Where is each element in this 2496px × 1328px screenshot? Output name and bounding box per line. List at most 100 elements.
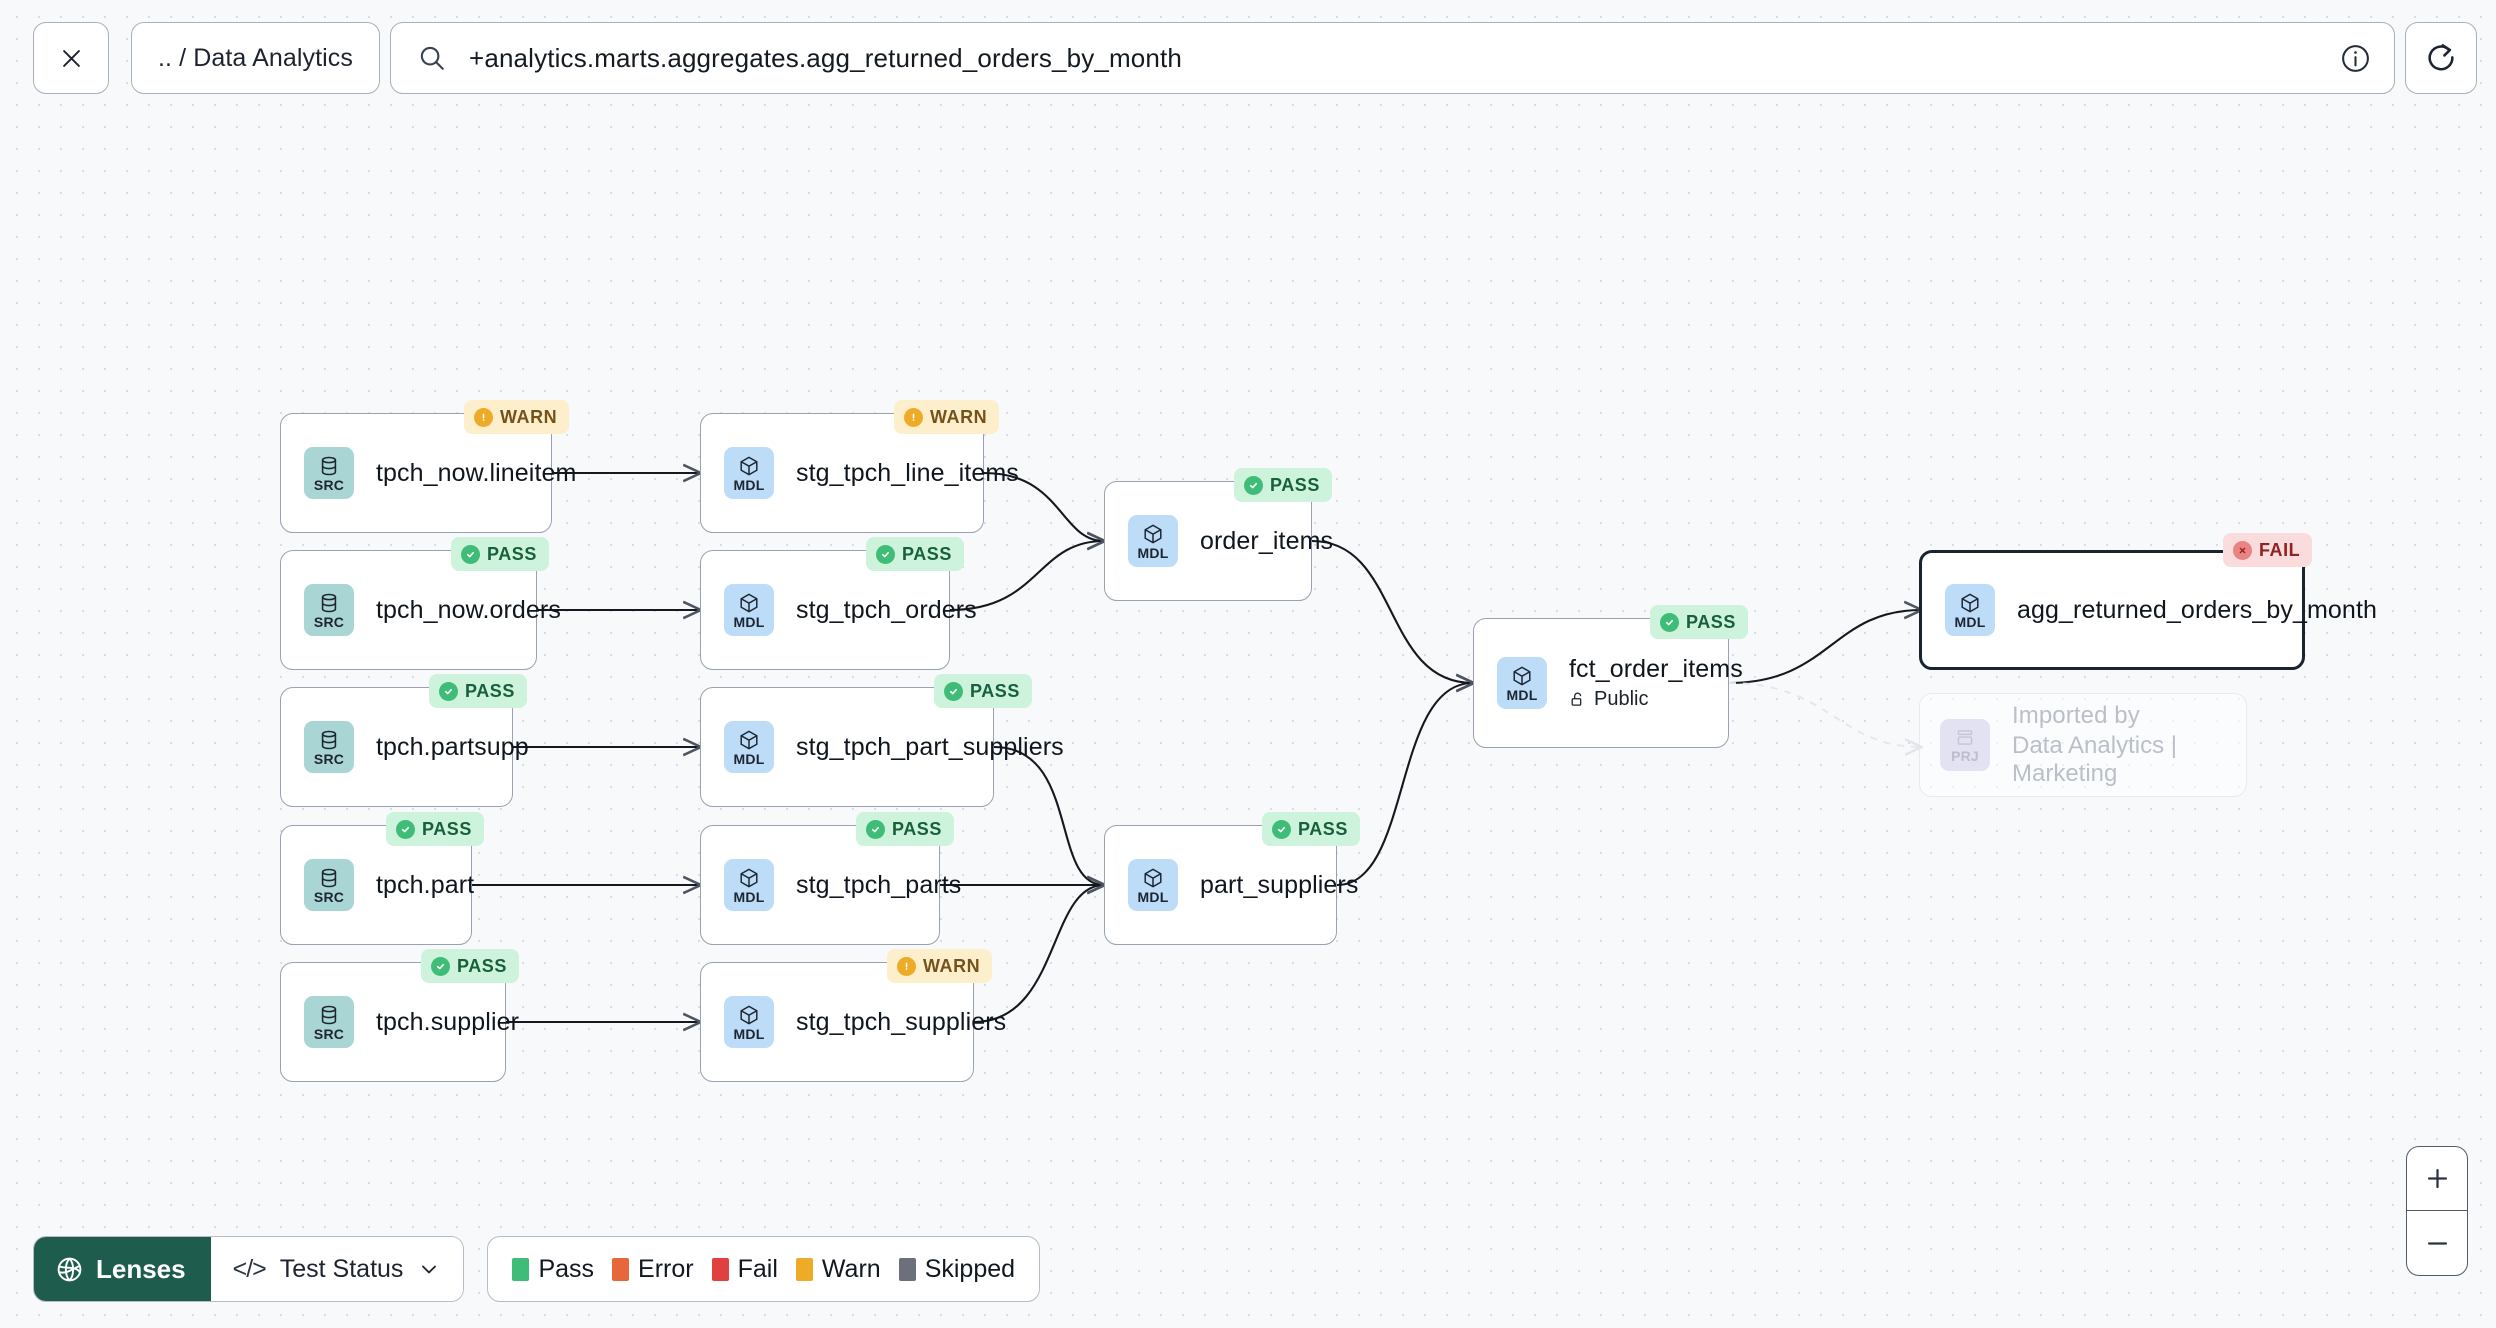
- breadcrumb-label: .. / Data Analytics: [157, 43, 354, 72]
- refresh-icon: [2428, 44, 2454, 71]
- node-body: fct_order_items Public: [1569, 655, 1743, 711]
- status-badge-pass: PASS: [1262, 812, 1360, 846]
- database-icon: [321, 593, 337, 612]
- node-fct_order_items[interactable]: MDL fct_order_items Public: [1473, 618, 1743, 748]
- close-icon: [62, 49, 80, 67]
- breadcrumb-button[interactable]: .. / Data Analytics: [131, 22, 380, 94]
- legend-swatch: [512, 1257, 530, 1281]
- node-type-chip-src: SRC: [304, 721, 354, 773]
- node-type-chip-mdl: MDL: [724, 996, 774, 1048]
- cube-icon: [740, 730, 758, 749]
- database-icon: [321, 1005, 337, 1024]
- zoom-in-button[interactable]: [2407, 1147, 2467, 1211]
- badge-label: PASS: [1298, 818, 1348, 839]
- legend-item-error: Error: [612, 1255, 694, 1284]
- code-icon: </>: [232, 1254, 267, 1283]
- zoom-out-button[interactable]: [2407, 1211, 2467, 1275]
- warn-icon: [897, 956, 916, 976]
- cube-icon: [740, 868, 758, 887]
- node-title: stg_tpch_suppliers: [796, 1007, 1007, 1036]
- node-body: stg_tpch_suppliers: [796, 1008, 1006, 1037]
- check-icon: [876, 544, 895, 564]
- legend-swatch: [898, 1257, 916, 1281]
- node-imported-by-project[interactable]: PRJ Imported by Data Analytics | Marketi…: [1919, 693, 2247, 797]
- warn-icon: [904, 407, 923, 427]
- chip-label: MDL: [733, 750, 765, 767]
- lens-group: Lenses </> Test Status: [33, 1236, 465, 1302]
- test-status-dropdown[interactable]: </> Test Status: [210, 1237, 464, 1301]
- node-stg_tpch_part_suppliers[interactable]: MDL stg_tpch_part_suppliers: [700, 687, 1064, 807]
- legend-swatch: [711, 1257, 729, 1281]
- badge-label: PASS: [902, 543, 952, 564]
- status-badge-pass: PASS: [451, 537, 549, 571]
- chevron-down-icon: [422, 1265, 437, 1274]
- node-body: stg_tpch_part_suppliers: [796, 733, 1064, 762]
- chip-label: MDL: [1137, 888, 1169, 905]
- node-type-chip-mdl: MDL: [1128, 859, 1178, 911]
- info-icon[interactable]: [2339, 42, 2372, 75]
- badge-label: WARN: [500, 406, 558, 427]
- node-body: order_items: [1200, 527, 1333, 556]
- node-agg_returned_orders_by_month[interactable]: MDL agg_returned_orders_by_month: [1919, 550, 2377, 670]
- chip-label: MDL: [733, 888, 765, 905]
- check-icon: [1244, 475, 1263, 495]
- check-icon: [1272, 819, 1291, 839]
- chip-label: SRC: [313, 613, 345, 630]
- node-body: agg_returned_orders_by_month: [2017, 596, 2377, 625]
- node-body: Imported by Data Analytics | Marketing: [2012, 702, 2246, 788]
- status-badge-warn: WARN: [887, 949, 993, 983]
- node-body: tpch.partsupp: [376, 733, 529, 762]
- refresh-button[interactable]: [2405, 22, 2477, 94]
- search-icon: [417, 43, 447, 73]
- chip-label: MDL: [733, 1025, 765, 1042]
- node-body: tpch.supplier: [376, 1008, 519, 1037]
- database-icon: [321, 868, 337, 887]
- legend-label: Error: [638, 1254, 694, 1283]
- status-badge-fail: FAIL: [2223, 533, 2313, 567]
- status-badge-pass: PASS: [1650, 605, 1748, 639]
- check-icon: [396, 819, 415, 839]
- node-title: tpch.supplier: [376, 1007, 520, 1036]
- chip-label: SRC: [313, 750, 345, 767]
- node-type-chip-src: SRC: [304, 584, 354, 636]
- lenses-button[interactable]: Lenses: [34, 1237, 211, 1301]
- check-icon: [431, 956, 450, 976]
- badge-label: PASS: [422, 818, 472, 839]
- legend-item-fail: Fail: [711, 1255, 778, 1284]
- node-body: stg_tpch_orders: [796, 596, 977, 625]
- node-title: stg_tpch_line_items: [796, 458, 1019, 487]
- node-title: stg_tpch_orders: [796, 595, 977, 624]
- node-tpch_part[interactable]: SRC tpch.part: [280, 825, 474, 945]
- chip-label: SRC: [313, 1025, 345, 1042]
- check-icon: [944, 681, 963, 701]
- lenses-label: Lenses: [96, 1253, 186, 1284]
- legend-label: Pass: [538, 1254, 595, 1283]
- chip-label: MDL: [733, 476, 765, 493]
- node-type-chip-mdl: MDL: [724, 447, 774, 499]
- lineage-search-bar[interactable]: +analytics.marts.aggregates.agg_returned…: [390, 22, 2395, 94]
- node-title: tpch.partsupp: [376, 732, 529, 761]
- check-icon: [439, 681, 458, 701]
- node-title: stg_tpch_part_suppliers: [796, 732, 1064, 761]
- node-visibility: Public: [1569, 688, 1743, 711]
- badge-label: WARN: [923, 955, 981, 976]
- status-badge-pass: PASS: [934, 674, 1032, 708]
- search-input[interactable]: +analytics.marts.aggregates.agg_returned…: [469, 42, 1182, 73]
- close-button[interactable]: [33, 22, 109, 94]
- cube-icon: [1144, 524, 1162, 543]
- node-body: tpch_now.lineitem: [376, 459, 576, 488]
- cube-icon: [1513, 666, 1531, 685]
- minus-icon: [2427, 1241, 2447, 1245]
- top-toolbar: .. / Data Analytics +analytics.marts.agg…: [0, 0, 2496, 108]
- cube-icon: [1961, 593, 1979, 612]
- chip-label: MDL: [1506, 686, 1538, 703]
- plus-icon: [2427, 1168, 2447, 1189]
- node-body: stg_tpch_parts: [796, 871, 961, 900]
- node-title: agg_returned_orders_by_month: [2017, 595, 2377, 624]
- node-type-chip-mdl: MDL: [1497, 657, 1547, 709]
- chip-label: SRC: [313, 888, 345, 905]
- status-badge-pass: PASS: [866, 537, 964, 571]
- status-badge-warn: WARN: [464, 400, 570, 434]
- zoom-controls: [2406, 1146, 2468, 1276]
